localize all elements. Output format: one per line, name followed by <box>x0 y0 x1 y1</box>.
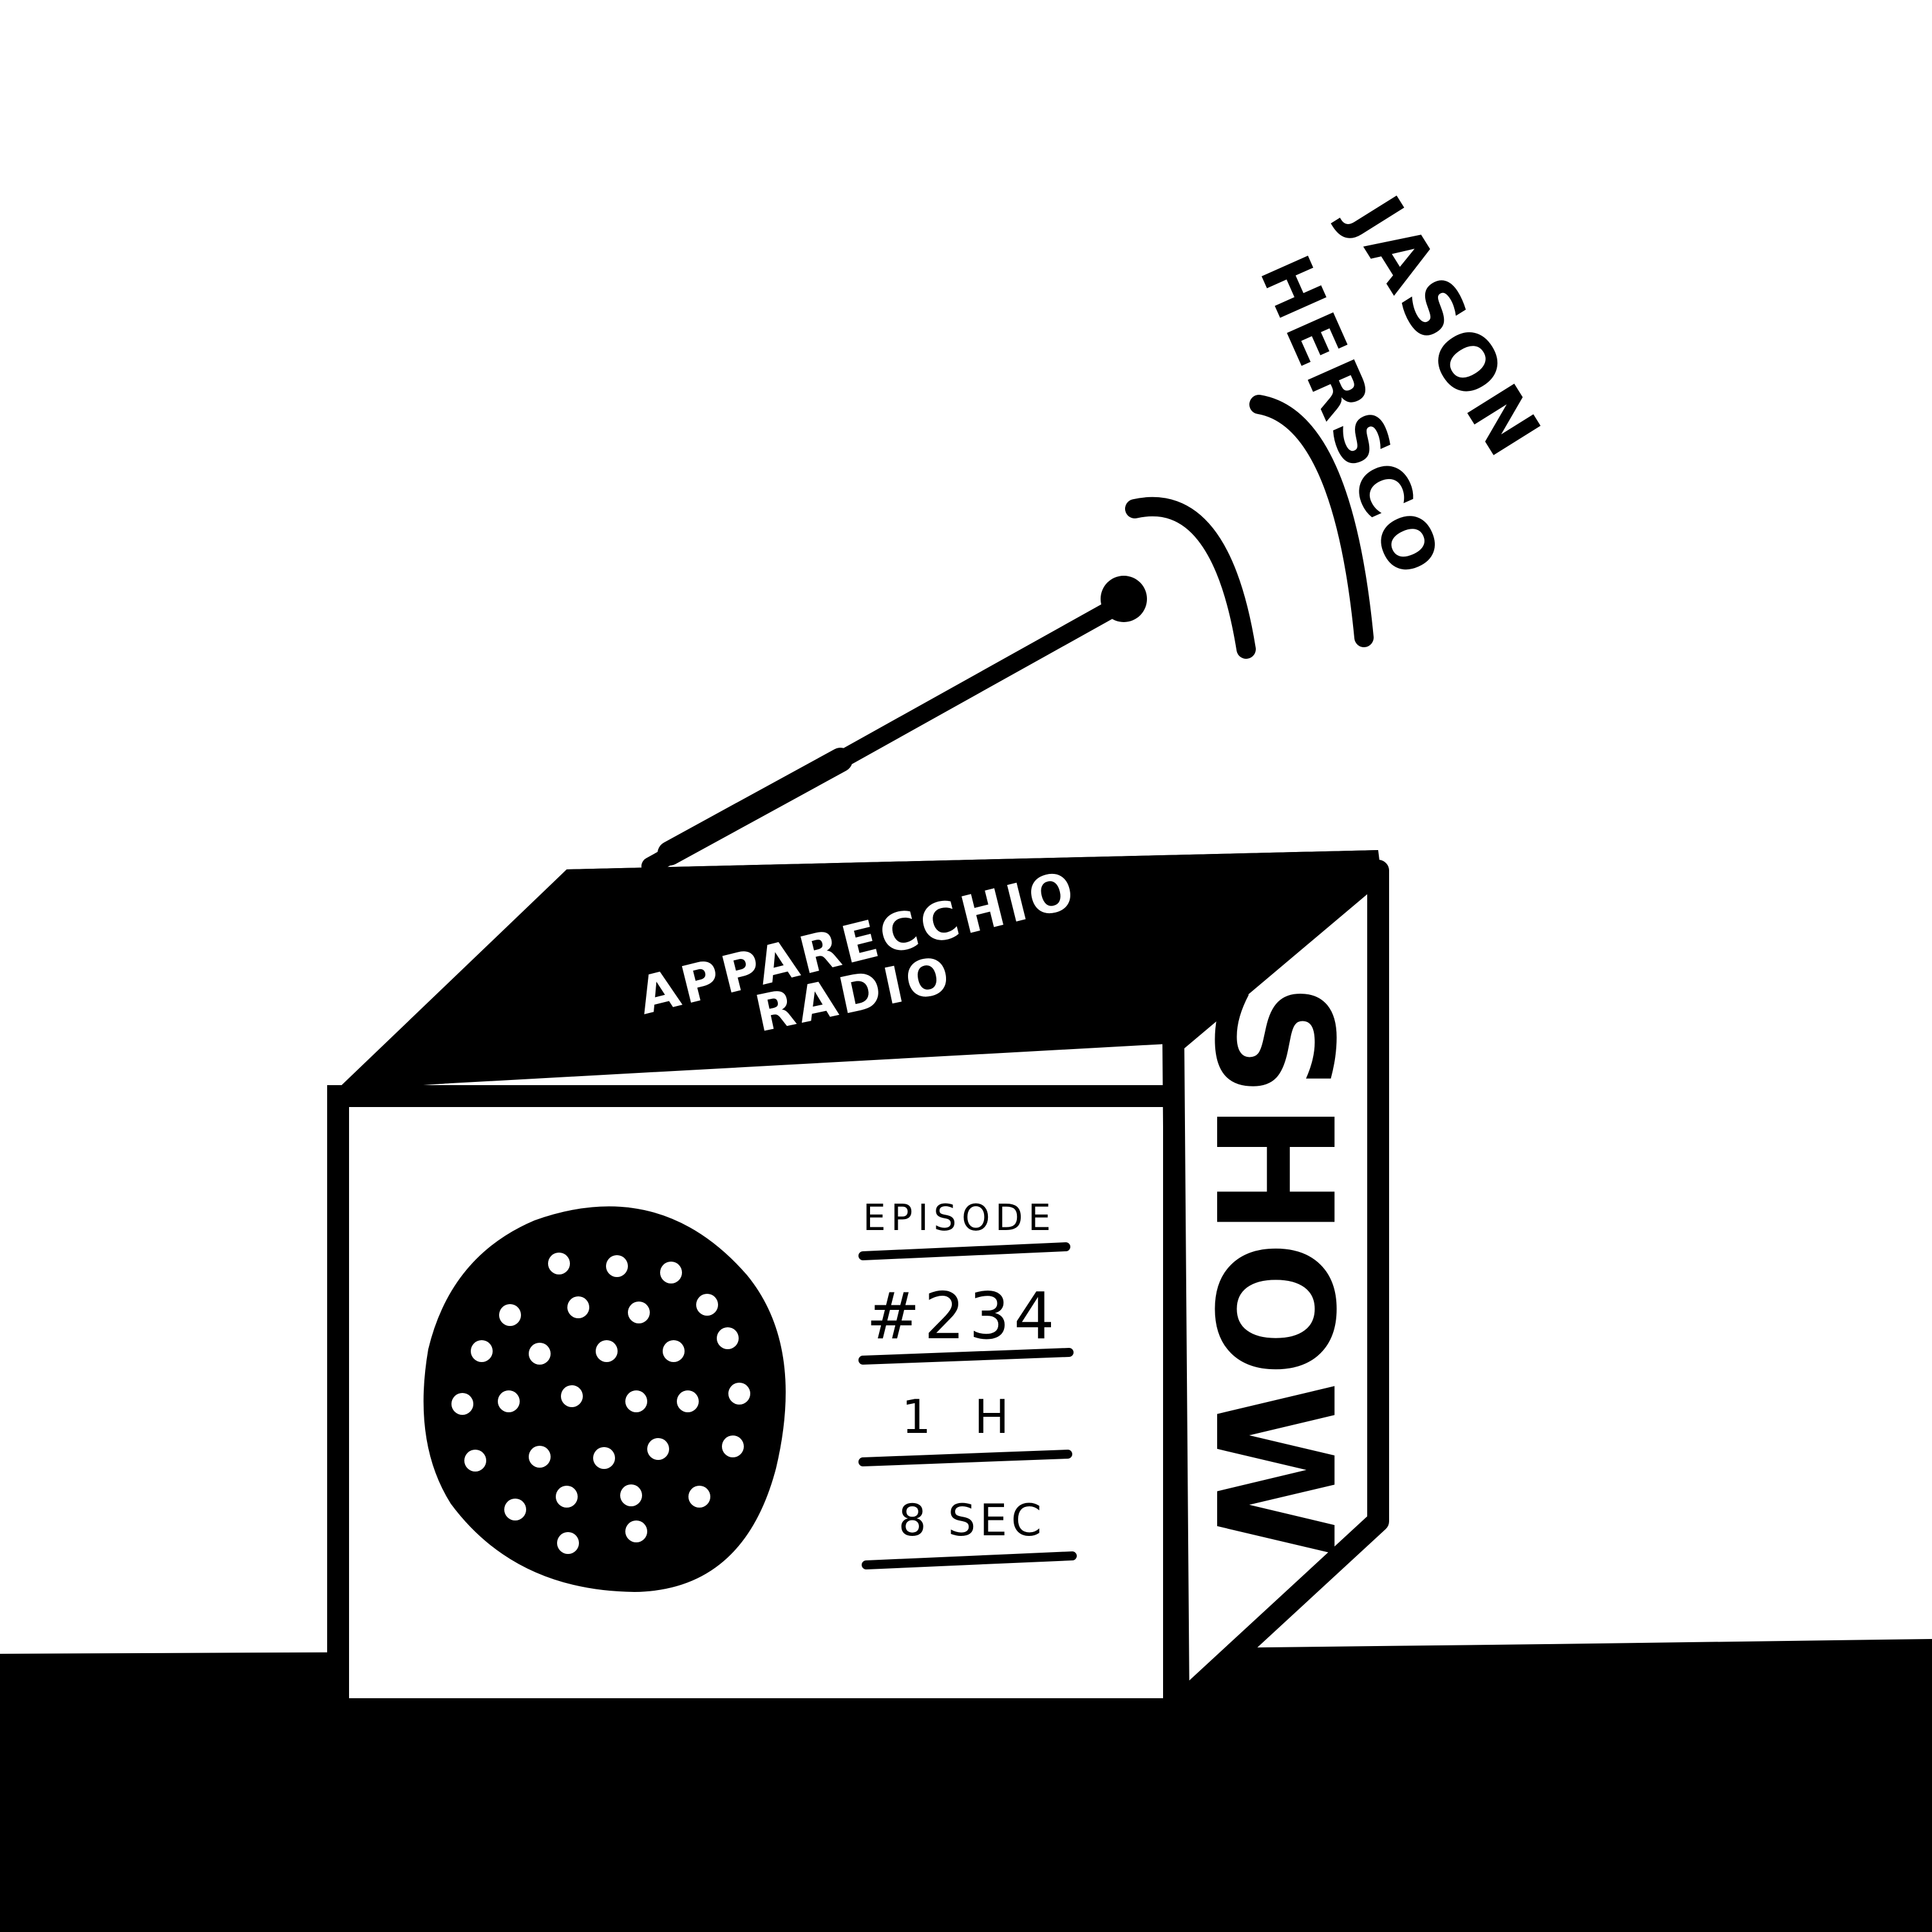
radio-side-face <box>1162 860 1389 1716</box>
duration-seconds: 8 SEC <box>898 1495 1046 1546</box>
episode-number: #234 <box>866 1278 1059 1354</box>
antenna-tip <box>1101 576 1147 622</box>
info-rules <box>858 1242 1077 1569</box>
speaker-grille <box>423 1206 786 1592</box>
antenna <box>641 576 1147 875</box>
radio-body <box>327 850 1389 1720</box>
side-label: SHOW <box>1179 982 1367 1563</box>
episode-label: EPISODE <box>863 1197 1056 1239</box>
radio-waves-icon <box>1125 395 1374 659</box>
duration-hours: 1 H <box>902 1390 1023 1444</box>
